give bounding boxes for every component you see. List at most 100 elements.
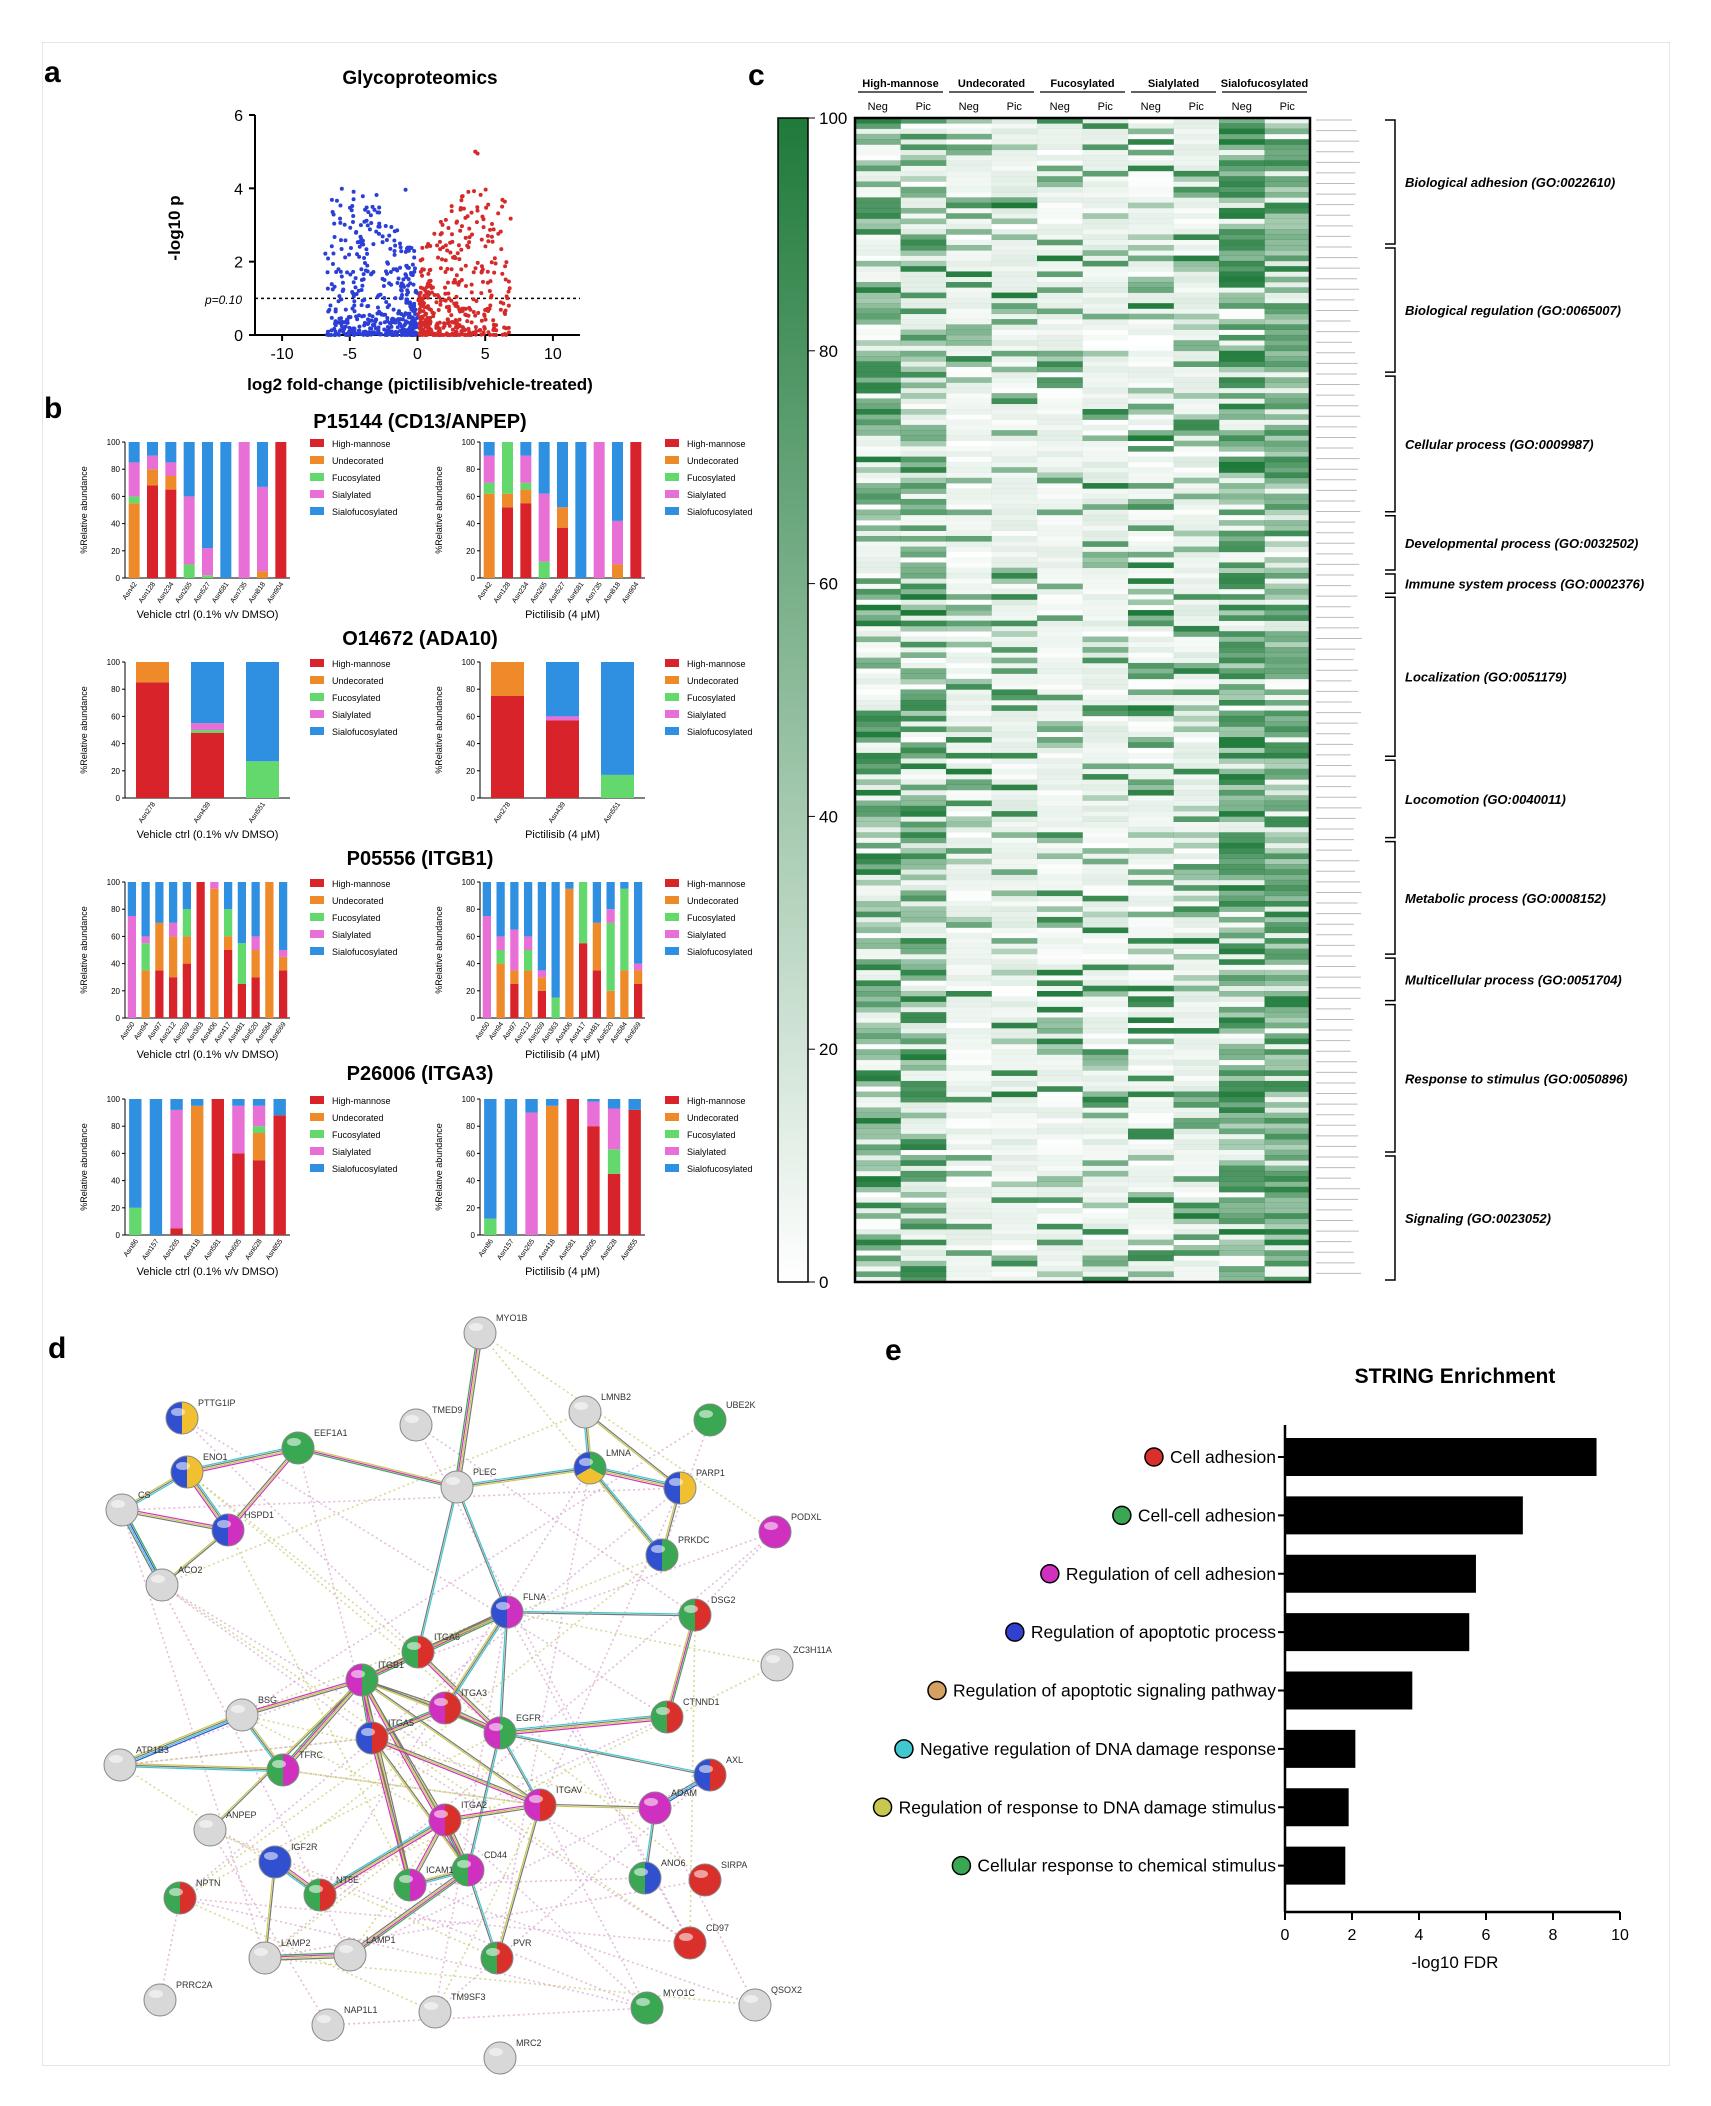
network-node <box>663 1471 697 1505</box>
heatmap-cell <box>1219 1028 1265 1034</box>
heatmap-cell <box>1082 1139 1129 1145</box>
volcano-point <box>377 310 382 315</box>
stacked-bar-segment <box>628 1109 641 1235</box>
heatmap-cell <box>1174 859 1220 865</box>
heatmap-cell <box>1264 890 1311 897</box>
bar-y-tick-label: 0 <box>471 574 476 583</box>
heatmap-cell <box>946 890 992 896</box>
heatmap-cell <box>1173 710 1220 717</box>
heatmap-cell <box>900 1271 947 1278</box>
heatmap-cell <box>1128 636 1174 643</box>
string-bar <box>1285 1496 1523 1535</box>
heatmap-cell <box>900 1202 947 1209</box>
heatmap-cell <box>1037 150 1083 156</box>
volcano-point <box>338 216 343 221</box>
heatmap-cell <box>1173 620 1220 627</box>
heatmap-subcol-label: Neg <box>1141 101 1161 113</box>
heatmap-cell <box>1082 1181 1129 1188</box>
bar-x-tick-label: Asn234 <box>156 581 175 605</box>
go-bracket <box>1385 573 1396 594</box>
heatmap-cell <box>1082 948 1129 955</box>
stacked-bar-segment <box>279 950 288 957</box>
heatmap-cell <box>855 1170 901 1177</box>
heatmap-cell <box>991 393 1038 399</box>
heatmap-cell <box>1037 805 1083 812</box>
heatmap-cell <box>1128 864 1174 870</box>
stacked-bar-segment <box>169 977 178 1018</box>
heatmap-cell <box>900 1234 947 1240</box>
legend-label: High-mannose <box>687 439 746 449</box>
network-edge-text-mining <box>506 1611 691 1944</box>
heatmap-cell <box>1082 229 1129 235</box>
volcano-point <box>393 320 398 325</box>
heatmap-cell <box>1082 382 1129 389</box>
network-node-highlight <box>489 1723 503 1731</box>
stacked-bar-segment <box>606 882 615 910</box>
heatmap-cell <box>1173 440 1220 447</box>
legend-swatch <box>665 1113 679 1121</box>
stacked-bar-segment <box>546 662 579 717</box>
heatmap-cell <box>991 625 1038 632</box>
heatmap-cell <box>1264 578 1311 584</box>
heatmap-cell <box>1264 1022 1311 1029</box>
heatmap-cell <box>991 848 1038 854</box>
volcano-point <box>385 319 390 324</box>
volcano-point <box>436 255 441 260</box>
heatmap-cell <box>1219 244 1265 251</box>
heatmap-cell <box>1128 832 1174 838</box>
heatmap-cell <box>1219 631 1265 637</box>
volcano-point <box>387 281 392 286</box>
stacked-bar-segment <box>538 493 550 562</box>
heatmap-cell <box>946 790 992 796</box>
heatmap-cell <box>1264 837 1311 844</box>
heatmap-cell <box>991 620 1038 627</box>
heatmap-cell <box>900 197 947 203</box>
volcano-point <box>481 217 486 222</box>
heatmap-cell <box>1219 1229 1265 1235</box>
network-node-label: PRRC2A <box>176 1980 213 1990</box>
heatmap-cell <box>1128 1155 1174 1161</box>
heatmap-cell <box>946 932 992 939</box>
heatmap-cell <box>1219 1223 1265 1230</box>
heatmap-cell <box>991 345 1038 352</box>
heatmap-cell <box>946 588 992 595</box>
stacked-bar-segment <box>246 761 279 798</box>
heatmap-cell <box>855 197 901 203</box>
heatmap-cell <box>1082 546 1129 553</box>
volcano-point <box>369 332 374 337</box>
network-node-label: PARP1 <box>696 1468 725 1478</box>
heatmap-cell <box>1037 1080 1083 1087</box>
network-edge <box>351 1871 470 1958</box>
volcano-point <box>399 288 404 293</box>
heatmap-cell <box>991 493 1038 500</box>
heatmap-cell <box>1264 276 1311 283</box>
volcano-point <box>361 277 366 282</box>
heatmap-cell <box>1128 710 1174 717</box>
heatmap-cell <box>1082 1049 1129 1055</box>
heatmap-cell <box>855 948 901 955</box>
volcano-point <box>374 192 379 197</box>
heatmap-cell <box>1128 927 1174 934</box>
heatmap-cell <box>1128 186 1174 193</box>
network-node <box>693 1403 727 1437</box>
heatmap-cell <box>1037 573 1083 579</box>
heatmap-cell <box>1128 1017 1174 1024</box>
volcano-point <box>407 311 412 316</box>
legend-swatch <box>310 1096 324 1104</box>
go-term-label: Biological regulation (GO:0065007) <box>1405 303 1621 318</box>
volcano-point <box>420 296 425 301</box>
heatmap-cell <box>855 689 901 695</box>
heatmap-cell <box>946 557 992 563</box>
heatmap-cell <box>855 800 901 807</box>
heatmap-cell <box>900 170 947 177</box>
heatmap-cell <box>1264 1160 1311 1166</box>
heatmap-cell <box>1082 1197 1129 1203</box>
heatmap-cell <box>855 858 901 865</box>
stacked-bar-segment <box>482 882 491 916</box>
heatmap-cell <box>900 308 947 315</box>
heatmap-cell <box>1219 678 1265 685</box>
heatmap-cell <box>1037 176 1083 182</box>
heatmap-cell <box>1219 1149 1265 1156</box>
heatmap-cell <box>1082 514 1129 521</box>
bar-x-tick-label: Asn86 <box>478 1238 495 1258</box>
